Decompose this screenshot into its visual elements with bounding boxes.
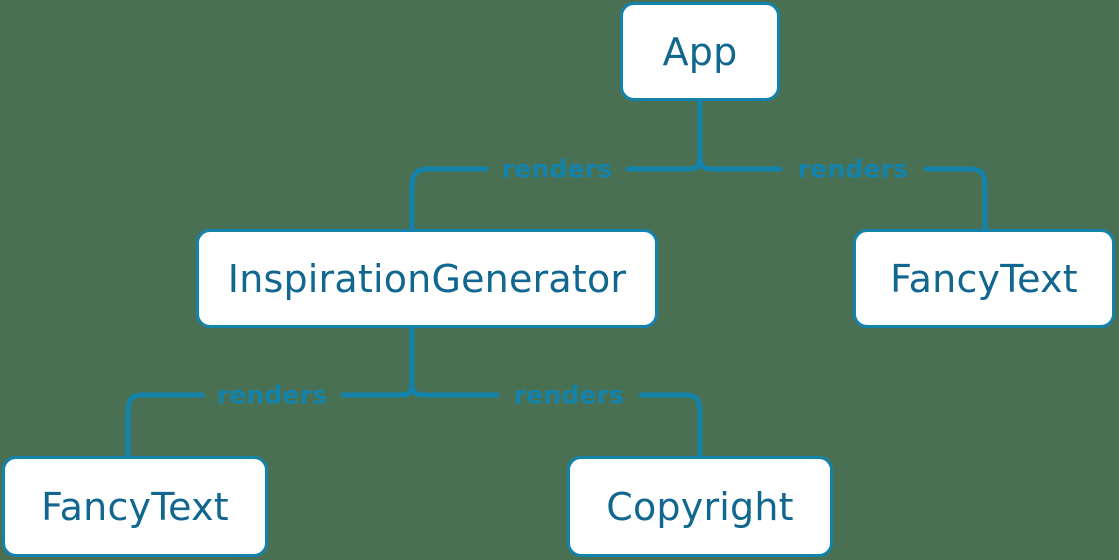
edge-app-to-fancytext-right bbox=[697, 155, 988, 232]
node-app-label: App bbox=[662, 29, 738, 74]
node-app[interactable]: App bbox=[620, 2, 780, 101]
node-inspiration-generator[interactable]: InspirationGenerator bbox=[196, 229, 658, 328]
edge-label-app-to-inspirationgenerator: renders bbox=[501, 154, 613, 184]
edge-inspirationgenerator-to-copyright bbox=[409, 381, 703, 459]
edge-label-inspirationgenerator-to-fancytext-bottom: renders bbox=[216, 380, 328, 410]
node-fancytext-bottom-label: FancyText bbox=[41, 484, 229, 529]
edge-label-inspirationgenerator-to-copyright: renders bbox=[513, 380, 625, 410]
node-copyright-label: Copyright bbox=[606, 484, 794, 529]
node-fancytext-bottom[interactable]: FancyText bbox=[2, 456, 268, 557]
edge-label-app-to-fancytext-right: renders bbox=[797, 154, 909, 184]
node-fancytext-right[interactable]: FancyText bbox=[853, 229, 1115, 328]
node-fancytext-right-label: FancyText bbox=[890, 256, 1078, 301]
node-copyright[interactable]: Copyright bbox=[567, 456, 833, 557]
node-inspiration-generator-label: InspirationGenerator bbox=[227, 256, 627, 301]
